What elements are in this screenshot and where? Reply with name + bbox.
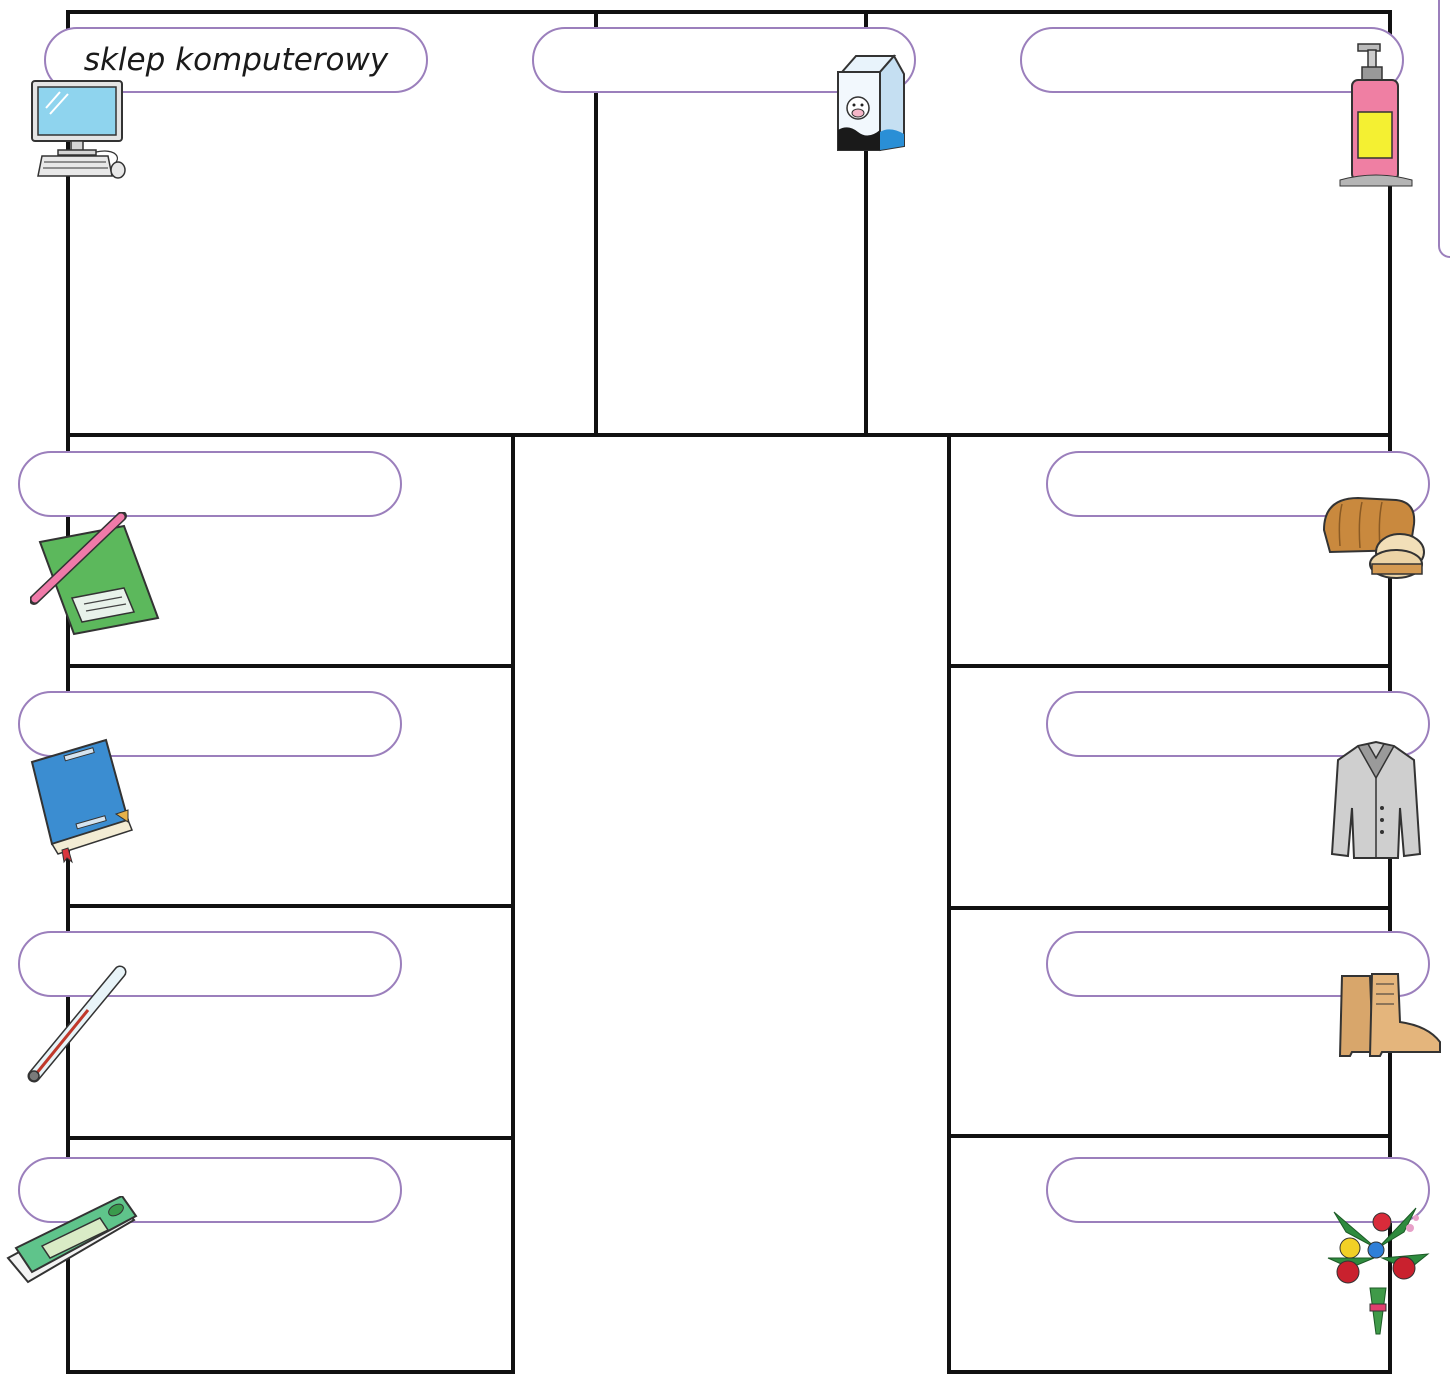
label-cosmetics-store[interactable] bbox=[1020, 27, 1404, 93]
label-bookstore[interactable] bbox=[18, 691, 402, 757]
bread-icon bbox=[1322, 496, 1425, 579]
page-edge-tab bbox=[1438, 0, 1450, 258]
jacket-icon bbox=[1330, 740, 1422, 859]
chewing-gum-icon bbox=[6, 1196, 138, 1284]
notebook-pen-icon bbox=[30, 512, 160, 636]
computer-icon bbox=[31, 80, 126, 179]
milk-carton-icon bbox=[837, 54, 905, 152]
label-sweets-store[interactable] bbox=[18, 1157, 402, 1223]
label-florist[interactable] bbox=[1046, 1157, 1430, 1223]
pump-bottle-icon bbox=[1339, 43, 1413, 187]
flower-bouquet-icon bbox=[1327, 1207, 1430, 1335]
thermometer-icon bbox=[27, 965, 127, 1083]
book-icon bbox=[30, 738, 133, 864]
label-stationery-store[interactable] bbox=[18, 451, 402, 517]
label-computer-store[interactable]: sklep komputerowy bbox=[44, 27, 428, 93]
boots-icon bbox=[1338, 973, 1441, 1057]
label-pharmacy[interactable] bbox=[18, 931, 402, 997]
